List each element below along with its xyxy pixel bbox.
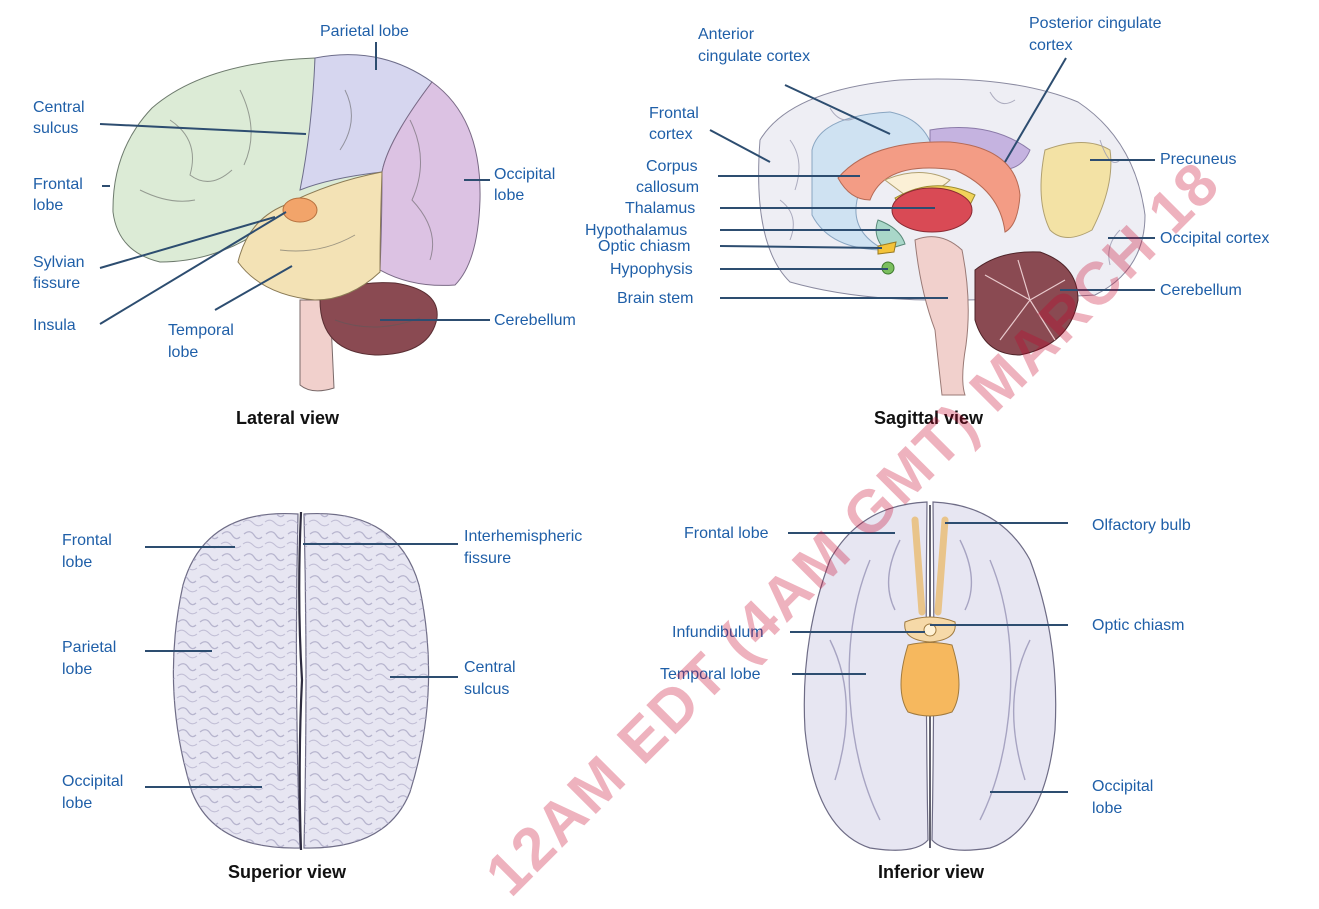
interhemispheric-fissure-line (299, 512, 302, 850)
title-lateral-view: Lateral view (236, 408, 339, 429)
insula-shape (283, 198, 317, 222)
superior-view-brain (173, 512, 428, 850)
label-superior-central-l2: sulcus (464, 679, 509, 700)
title-superior-view: Superior view (228, 862, 346, 883)
label-anterior-cingulate-l1: Anterior (698, 24, 754, 45)
label-central-sulcus-l1: Central (33, 97, 85, 118)
label-corpus-callosum-l2: callosum (636, 177, 699, 198)
label-frontal-cortex-l1: Frontal (649, 103, 699, 124)
label-optic-chiasm-sagittal: Optic chiasm (598, 236, 690, 257)
label-olfactory-bulb: Olfactory bulb (1092, 515, 1191, 536)
label-temporal-lobe-l1: Temporal (168, 320, 234, 341)
label-superior-parietal-l1: Parietal (62, 637, 116, 658)
label-inferior-optic-chiasm: Optic chiasm (1092, 615, 1184, 636)
label-cerebellum-sagittal: Cerebellum (1160, 280, 1242, 301)
label-occipital-lobe-l1: Occipital (494, 164, 555, 185)
title-inferior-view: Inferior view (878, 862, 984, 883)
label-superior-frontal-l1: Frontal (62, 530, 112, 551)
label-inferior-occipital-l2: lobe (1092, 798, 1122, 819)
label-superior-central-l1: Central (464, 657, 516, 678)
label-sylvian-fissure-l2: fissure (33, 273, 80, 294)
label-superior-occipital-l1: Occipital (62, 771, 123, 792)
label-interhemispheric-l2: fissure (464, 548, 511, 569)
label-hypophysis: Hypophysis (610, 259, 693, 280)
label-central-sulcus-l2: sulcus (33, 118, 78, 139)
sagittal-view-brain (759, 79, 1145, 395)
label-superior-occipital-l2: lobe (62, 793, 92, 814)
label-inferior-frontal: Frontal lobe (684, 523, 769, 544)
label-temporal-lobe-l2: lobe (168, 342, 198, 363)
brainstem-inferior-shape (901, 643, 959, 717)
label-frontal-lobe-l2: lobe (33, 195, 63, 216)
label-superior-frontal-l2: lobe (62, 552, 92, 573)
label-anterior-cingulate-l2: cingulate cortex (698, 46, 810, 67)
label-posterior-cingulate-l2: cortex (1029, 35, 1073, 56)
label-frontal-cortex-l2: cortex (649, 124, 693, 145)
label-parietal-lobe: Parietal lobe (320, 21, 409, 42)
label-frontal-lobe-l1: Frontal (33, 174, 83, 195)
label-occipital-lobe-l2: lobe (494, 185, 524, 206)
label-cerebellum-lateral: Cerebellum (494, 310, 576, 331)
label-sylvian-fissure-l1: Sylvian (33, 252, 85, 273)
label-posterior-cingulate-l1: Posterior cingulate (1029, 13, 1162, 34)
label-insula: Insula (33, 315, 76, 336)
label-brain-stem: Brain stem (617, 288, 693, 309)
label-inferior-occipital-l1: Occipital (1092, 776, 1153, 797)
label-corpus-callosum-l1: Corpus (646, 156, 698, 177)
thalamus-shape (892, 188, 972, 232)
label-thalamus: Thalamus (625, 198, 695, 219)
label-interhemispheric-l1: Interhemispheric (464, 526, 582, 547)
label-superior-parietal-l2: lobe (62, 659, 92, 680)
